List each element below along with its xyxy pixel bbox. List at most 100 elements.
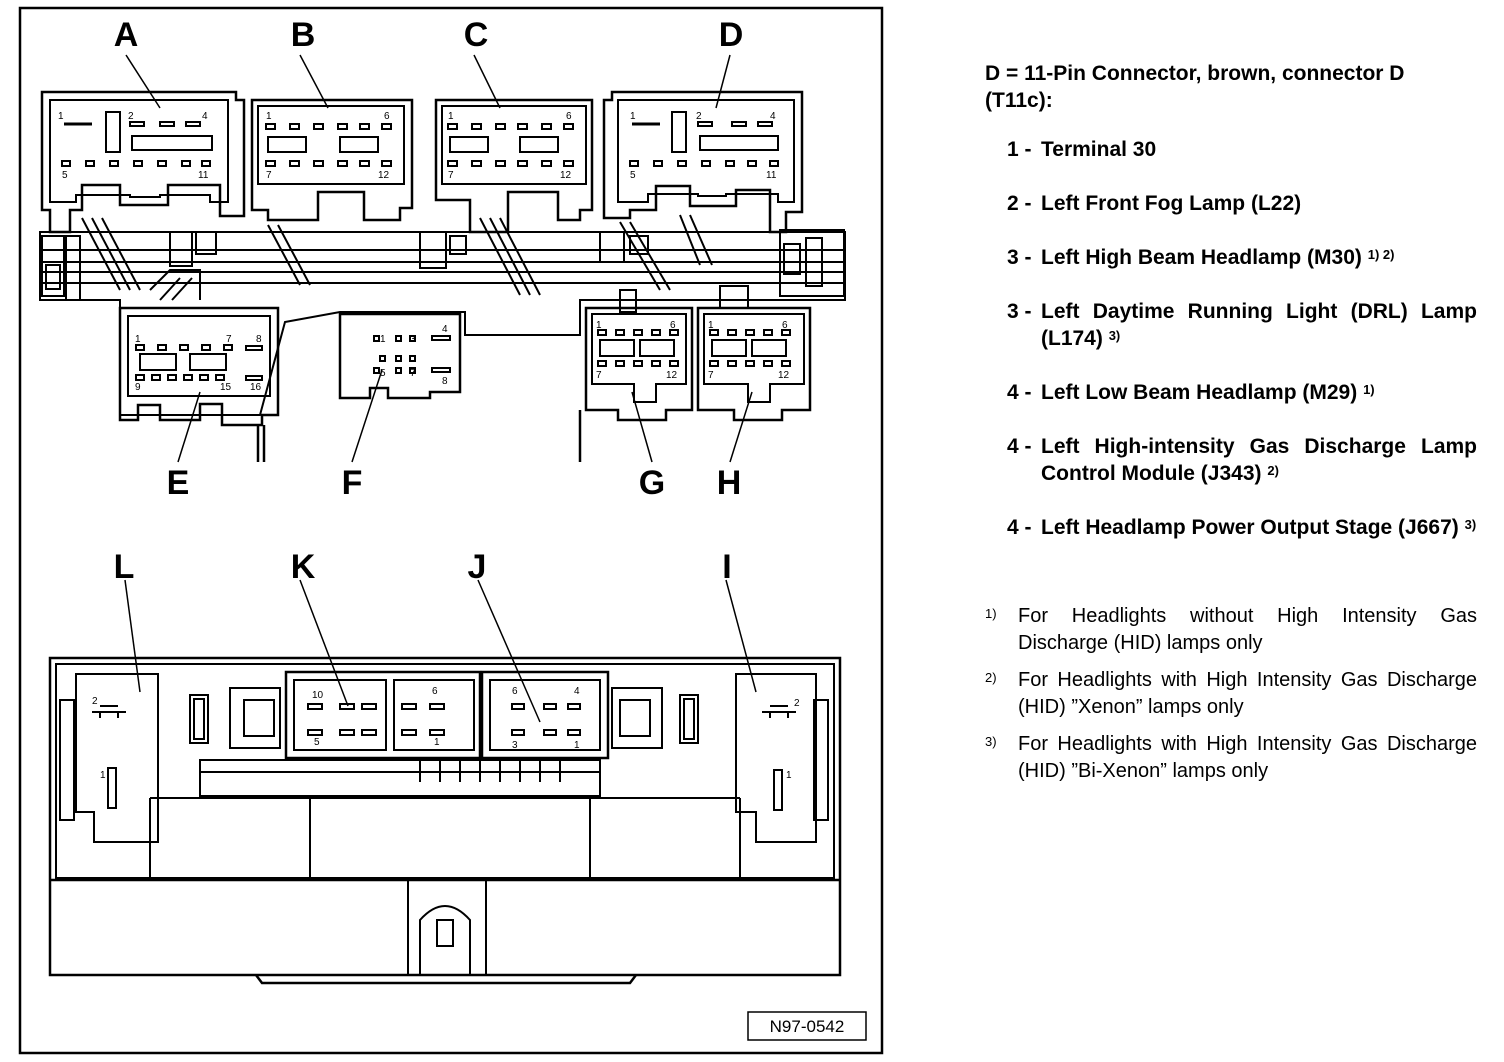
- legend-item-text: Left Front Fog Lamp (L22): [1041, 192, 1302, 215]
- legend-title: D = 11-Pin Connector, brown, connector D…: [985, 62, 1405, 112]
- upper-leader-lines: [125, 54, 753, 463]
- legend-item: 3 - Left Daytime Running Light (DRL) Lam…: [1007, 298, 1477, 352]
- pin-label: 5: [314, 737, 320, 748]
- pin-label: 7: [266, 170, 272, 181]
- lower-leader-lines: [124, 579, 757, 723]
- legend-item: 4 - Left High-intensity Gas Discharge La…: [1007, 433, 1477, 487]
- pin-label: 5: [380, 368, 386, 379]
- callout-letter-g: G: [639, 464, 665, 502]
- footnote: 3) For Headlights with High Intensity Ga…: [985, 731, 1477, 785]
- footnote-reference: 2): [1267, 463, 1279, 478]
- pin-label: 1: [630, 111, 636, 122]
- footnote: 2) For Headlights with High Intensity Ga…: [985, 667, 1477, 721]
- legend-item-number: 3 -: [1007, 246, 1032, 269]
- legend-item-number: 3 -: [1007, 300, 1032, 323]
- callout-letter-e: E: [167, 464, 190, 502]
- legend-item: 4 - Left Headlamp Power Output Stage (J6…: [1007, 514, 1477, 541]
- pin-label: 12: [560, 170, 572, 181]
- pin-label: 2: [794, 698, 800, 709]
- pin-label: 15: [220, 382, 232, 393]
- pin-label: 4: [442, 324, 448, 335]
- callout-letter-d: D: [719, 16, 744, 54]
- pin-label: 1: [574, 740, 580, 751]
- pin-label: 2: [92, 696, 98, 707]
- upper-connector-block: [39, 90, 846, 462]
- legend-item: 3 - Left High Beam Headlamp (M30) 1) 2): [1007, 244, 1477, 271]
- pin-label: 6: [782, 320, 788, 331]
- legend-item-number: 4 -: [1007, 381, 1032, 404]
- pin-label: 11: [766, 170, 777, 181]
- pin-label: 6: [384, 111, 390, 122]
- callout-letter-k: K: [291, 548, 316, 586]
- legend-item-text: Left High Beam Headlamp (M30): [1041, 246, 1362, 269]
- legend-item-number: 4 -: [1007, 435, 1032, 458]
- legend-item-text: Left Low Beam Headlamp (M29): [1041, 381, 1358, 404]
- legend-item-text: Left Daytime Running Light (DRL) Lamp (L…: [1041, 300, 1477, 350]
- pin-label: 7: [708, 370, 714, 381]
- pin-label: 7: [410, 368, 416, 379]
- pin-label: 2: [696, 111, 702, 122]
- footnotes: 1) For Headlights without High Intensity…: [985, 603, 1477, 785]
- callout-letter-c: C: [464, 16, 489, 54]
- footnote-mark: 3): [985, 734, 997, 749]
- figure-id-box: [747, 1011, 867, 1041]
- footnote-text: For Headlights without High Intensity Ga…: [1018, 605, 1477, 654]
- connector-diagram: A B C D E F G H L K J I 1 2 4 5 11 1 6 7…: [18, 6, 884, 1055]
- pin-label: 3: [410, 334, 416, 345]
- pin-label: 1: [596, 320, 602, 331]
- callout-letter-h: H: [717, 464, 742, 502]
- pin-label: 7: [448, 170, 454, 181]
- connector-legend: D = 11-Pin Connector, brown, connector D…: [985, 60, 1477, 795]
- pin-label: 1: [708, 320, 714, 331]
- pin-label: 9: [135, 382, 141, 393]
- pin-label: 1: [380, 334, 386, 345]
- footnote-reference: 3): [1464, 517, 1477, 532]
- pin-label: 16: [250, 382, 262, 393]
- legend-item: 2 - Left Front Fog Lamp (L22): [1007, 190, 1477, 217]
- pin-label: 6: [670, 320, 676, 331]
- legend-item: 1 - Terminal 30: [1007, 136, 1477, 163]
- callout-letter-f: F: [342, 464, 363, 502]
- diagram-frame: [18, 6, 884, 1055]
- pin-label: 1: [448, 111, 454, 122]
- connector-a: [40, 90, 246, 234]
- pin-label: 3: [512, 740, 518, 751]
- pin-label: 12: [378, 170, 390, 181]
- pin-label: 4: [770, 111, 776, 122]
- footnote-reference: 1) 2): [1367, 247, 1395, 262]
- figure-id: N97-0542: [770, 1017, 845, 1036]
- connector-k: [284, 670, 482, 760]
- pin-label: 7: [596, 370, 602, 381]
- legend-item-number: 2 -: [1007, 192, 1032, 215]
- footnote-text: For Headlights with High Intensity Gas D…: [1018, 669, 1477, 718]
- footnote-mark: 1): [985, 606, 997, 621]
- callout-letter-a: A: [114, 16, 139, 54]
- pin-label: 12: [666, 370, 678, 381]
- pin-label: 7: [226, 334, 232, 345]
- connector-i: [735, 673, 817, 843]
- pin-label: 1: [434, 737, 440, 748]
- connector-d: [602, 90, 804, 234]
- connector-l: [75, 673, 159, 843]
- pin-label: 8: [256, 334, 262, 345]
- connector-g: [584, 306, 694, 422]
- legend-item-number: 1 -: [1007, 138, 1032, 161]
- pin-label: 4: [202, 111, 208, 122]
- pin-label: 8: [442, 376, 448, 387]
- callout-letter-b: B: [291, 16, 316, 54]
- pin-label: 6: [566, 111, 572, 122]
- callout-letter-l: L: [114, 548, 135, 586]
- pin-label: 5: [630, 170, 636, 181]
- legend-item: 4 - Left Low Beam Headlamp (M29) 1): [1007, 379, 1477, 406]
- footnote-reference: 1): [1363, 382, 1375, 397]
- connector-b: [250, 98, 414, 222]
- pin-label: 2: [128, 111, 134, 122]
- footnote-mark: 2): [985, 670, 997, 685]
- pin-label: 1: [100, 770, 106, 781]
- pin-label: 11: [198, 170, 209, 181]
- lower-connector-block: [48, 656, 842, 985]
- footnote-text: For Headlights with High Intensity Gas D…: [1018, 733, 1477, 782]
- legend-item-text: Left High-intensity Gas Discharge Lamp C…: [1041, 435, 1477, 485]
- pin-label: 4: [574, 686, 580, 697]
- pin-label: 1: [266, 111, 272, 122]
